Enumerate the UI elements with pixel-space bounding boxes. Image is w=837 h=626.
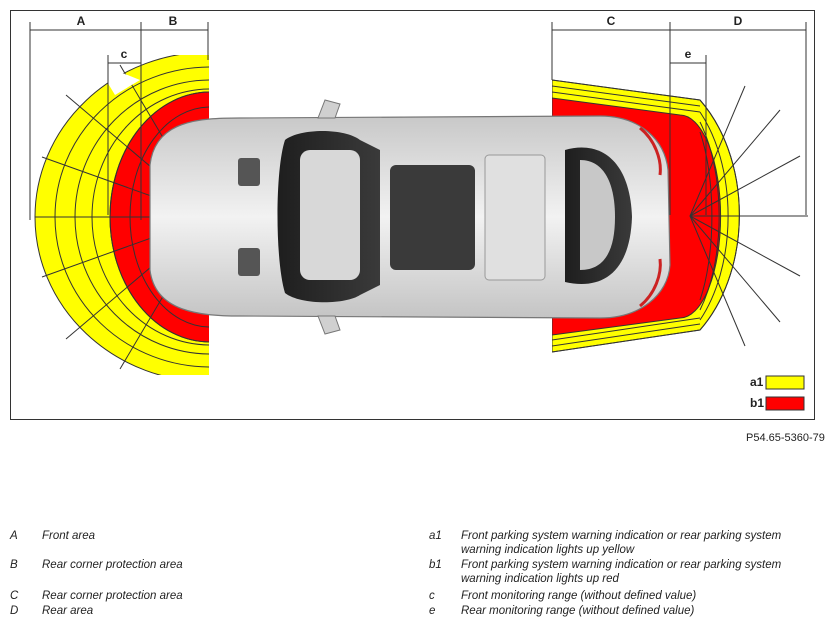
key-item-c-small: c Front monitoring range (without define…	[429, 589, 829, 605]
legend-label-a1: a1	[750, 375, 764, 389]
dimension-label-e: e	[685, 47, 692, 61]
key-item-b1: b1 Front parking system warning indicati…	[429, 558, 829, 588]
key-item-e: e Rear monitoring range (without defined…	[429, 604, 829, 620]
dimension-label-a: A	[77, 14, 86, 28]
key-item-a: A Front area	[10, 529, 410, 545]
key-letter: A	[10, 530, 18, 542]
color-legend: a1 b1	[750, 375, 805, 411]
key-description: Front area	[42, 530, 96, 542]
key-description: Rear corner protection area	[42, 590, 183, 602]
key-letter: D	[10, 605, 19, 617]
key-description: Rear monitoring range (without defined v…	[461, 605, 695, 617]
legend-swatch-b1	[765, 396, 805, 411]
parking-sensor-diagram: A B c C D e a1 b1	[29, 14, 808, 411]
key-description: Front monitoring range (without defined …	[461, 590, 697, 602]
dimension-label-b: B	[169, 14, 178, 28]
key-description: Rear area	[42, 605, 94, 617]
key-letter: c	[429, 590, 435, 602]
figure-code: P54.65-5360-79	[746, 432, 825, 444]
key-letter: a1	[429, 530, 442, 542]
key-item-d: D Rear area	[10, 604, 410, 620]
key-item-b: B Rear corner protection area	[10, 558, 410, 574]
key-letter: b1	[429, 559, 442, 571]
legend-swatch-a1	[765, 375, 805, 390]
key-item-c: C Rear corner protection area	[10, 589, 410, 605]
key-letter: C	[10, 590, 19, 602]
car-top-view	[149, 99, 671, 335]
legend-label-b1: b1	[750, 396, 764, 410]
dimension-label-c-small: c	[121, 47, 128, 61]
dimension-label-d: D	[734, 14, 743, 28]
front-corner-fan-top	[95, 62, 140, 95]
dimension-lines	[29, 22, 807, 220]
key-item-a1: a1 Front parking system warning indicati…	[429, 529, 829, 559]
key-description: Front parking system warning indication …	[461, 530, 782, 556]
key-letter: e	[429, 605, 436, 617]
key-description: Rear corner protection area	[42, 559, 183, 571]
key-letter: B	[10, 559, 18, 571]
key-description: Front parking system warning indication …	[461, 559, 782, 585]
dimension-label-c: C	[607, 14, 616, 28]
